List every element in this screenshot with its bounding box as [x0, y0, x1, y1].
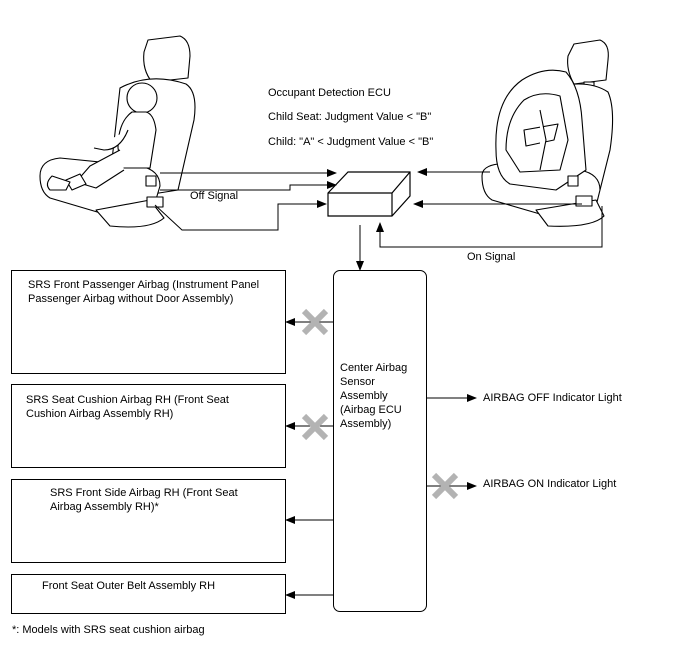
output-box-outer-belt: Front Seat Outer Belt Assembly RH — [11, 574, 286, 614]
child-in-seat-illustration — [39, 35, 196, 228]
airbag-on-indicator-label: AIRBAG ON Indicator Light — [483, 478, 617, 490]
blocked-x-front-passenger — [301, 308, 329, 336]
output-label-front-side-airbag: SRS Front Side Airbag RH (Front Seat Air… — [50, 487, 238, 513]
center-airbag-sensor-box: Center Airbag Sensor Assembly (Airbag EC… — [333, 270, 427, 612]
blocked-x-airbag-on-indicator — [431, 472, 459, 500]
occupant-detection-ecu-box — [327, 171, 411, 217]
blocked-x-seat-cushion — [301, 413, 329, 441]
output-box-seat-cushion-airbag: SRS Seat Cushion Airbag RH (Front Seat C… — [11, 384, 286, 468]
child-seat-illustration — [481, 39, 614, 227]
output-label-outer-belt: Front Seat Outer Belt Assembly RH — [42, 580, 216, 592]
connection-lines — [154, 168, 603, 599]
center-airbag-sensor-label: Center Airbag Sensor Assembly (Airbag EC… — [340, 362, 408, 430]
output-box-front-passenger-airbag: SRS Front Passenger Airbag (Instrument P… — [11, 270, 286, 374]
output-label-seat-cushion-airbag: SRS Seat Cushion Airbag RH (Front Seat C… — [26, 394, 229, 420]
airbag-off-indicator-label: AIRBAG OFF Indicator Light — [483, 392, 622, 404]
footnote: *: Models with SRS seat cushion airbag — [12, 624, 205, 636]
off-signal-label: Off Signal — [190, 190, 239, 202]
ecu-judgment-child: Child: "A" < Judgment Value < "B" — [268, 136, 434, 148]
ecu-title: Occupant Detection ECU — [268, 87, 391, 99]
output-box-front-side-airbag: SRS Front Side Airbag RH (Front Seat Air… — [11, 479, 286, 563]
ecu-judgment-child-seat: Child Seat: Judgment Value < "B" — [268, 111, 432, 123]
output-label-front-passenger-airbag: SRS Front Passenger Airbag (Instrument P… — [28, 279, 260, 305]
on-signal-label: On Signal — [467, 251, 516, 263]
